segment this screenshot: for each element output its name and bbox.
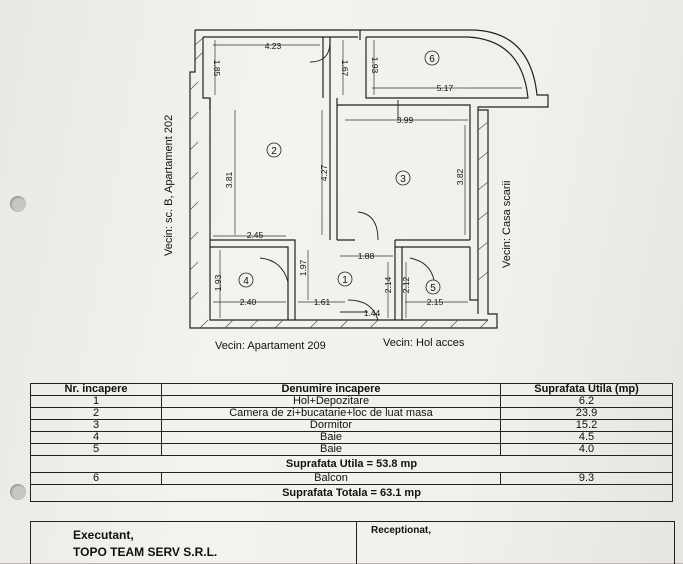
cell-area: 15.2	[500, 419, 673, 432]
areas-table: Nr. incapere Denumire incapere Suprafata…	[30, 383, 673, 502]
cell-nr: 1	[30, 395, 162, 408]
dim-4-23: 4.23	[265, 41, 282, 51]
dim-2-15: 2.15	[427, 297, 444, 307]
room-label-6: 6	[429, 54, 435, 65]
useful-total: Suprafata Utila = 53.8 mp	[30, 455, 673, 473]
cell-nr: 3	[30, 419, 162, 432]
receptionat-label: Receptionat,	[371, 525, 432, 536]
neighbor-bottom-right: Vecin: Hol acces	[383, 337, 465, 349]
dim-1-85: 1.85	[212, 60, 222, 77]
balcony-row: 6 Balcon 9.3	[30, 472, 673, 485]
cell-area: 4.5	[500, 431, 673, 444]
company-name: TOPO TEAM SERV S.R.L.	[73, 545, 218, 559]
dim-5-17: 5.17	[437, 83, 454, 93]
dim-3-99: 3.99	[397, 115, 414, 125]
signature-divider	[356, 522, 357, 564]
cell-name: Baie	[161, 443, 501, 456]
cell-nr: 5	[30, 443, 162, 456]
cell-area: 4.0	[500, 443, 673, 456]
cell-nr: 4	[30, 431, 162, 444]
neighbor-right: Vecin: Casa scarii	[501, 181, 513, 268]
dim-2-12: 2.12	[401, 276, 411, 293]
signature-block: Executant, Receptionat, TOPO TEAM SERV S…	[30, 521, 675, 564]
dim-1-44: 1.44	[364, 308, 381, 318]
dim-1-93-a: 1.93	[370, 57, 380, 74]
cell-name: Dormitor	[161, 419, 501, 432]
binder-hole	[10, 196, 26, 212]
room-label-3: 3	[400, 174, 406, 185]
dim-1-61: 1.61	[314, 297, 331, 307]
header-name: Denumire incapere	[161, 383, 501, 396]
header-area: Suprafata Utila (mp)	[500, 383, 673, 396]
executant-label: Executant,	[73, 528, 134, 542]
cell-area: 6.2	[500, 395, 673, 408]
cell-name: Camera de zi+bucatarie+loc de luat masa	[161, 407, 501, 420]
useful-total-row: Suprafata Utila = 53.8 mp	[30, 455, 673, 473]
table-header-row: Nr. incapere Denumire incapere Suprafata…	[30, 383, 673, 396]
dim-3-82: 3.82	[455, 168, 465, 185]
table-row: 5 Baie 4.0	[30, 443, 673, 456]
cell-nr: 2	[30, 407, 162, 420]
dim-2-45: 2.45	[247, 230, 264, 240]
cell-area: 9.3	[500, 472, 673, 485]
binder-hole	[10, 484, 26, 500]
neighbor-bottom-left: Vecin: Apartament 209	[215, 340, 326, 352]
dim-1-67: 1.67	[340, 60, 350, 77]
dim-1-97: 1.97	[298, 259, 308, 276]
cell-name: Baie	[161, 431, 501, 444]
dim-1-88: 1.88	[358, 251, 375, 261]
room-label-5: 5	[430, 283, 436, 294]
cell-name: Balcon	[161, 472, 501, 485]
table-row: 1 Hol+Depozitare 6.2	[30, 395, 673, 408]
dim-2-14: 2.14	[383, 276, 393, 293]
table-row: 2 Camera de zi+bucatarie+loc de luat mas…	[30, 407, 673, 420]
cell-area: 23.9	[500, 407, 673, 420]
room-label-1: 1	[342, 275, 348, 286]
table-row: 3 Dormitor 15.2	[30, 419, 673, 432]
neighbor-left: Vecin: sc. B, Apartament 202	[163, 115, 175, 256]
room-label-4: 4	[243, 276, 249, 287]
room-label-2: 2	[271, 146, 277, 157]
table-row: 4 Baie 4.5	[30, 431, 673, 444]
dim-1-93-b: 1.93	[213, 274, 223, 291]
cell-name: Hol+Depozitare	[161, 395, 501, 408]
dim-2-40: 2.40	[240, 297, 257, 307]
dim-4-27: 4.27	[319, 164, 329, 181]
grand-total-row: Suprafata Totala = 63.1 mp	[30, 484, 673, 502]
dim-3-81: 3.81	[224, 171, 234, 188]
header-nr: Nr. incapere	[30, 383, 162, 396]
floor-plan: 6 2 3 4 1 5 4.23 5.17 3.99 2.45 1.88 2.4…	[163, 29, 549, 352]
cell-nr: 6	[30, 472, 162, 485]
grand-total: Suprafata Totala = 63.1 mp	[30, 484, 673, 502]
